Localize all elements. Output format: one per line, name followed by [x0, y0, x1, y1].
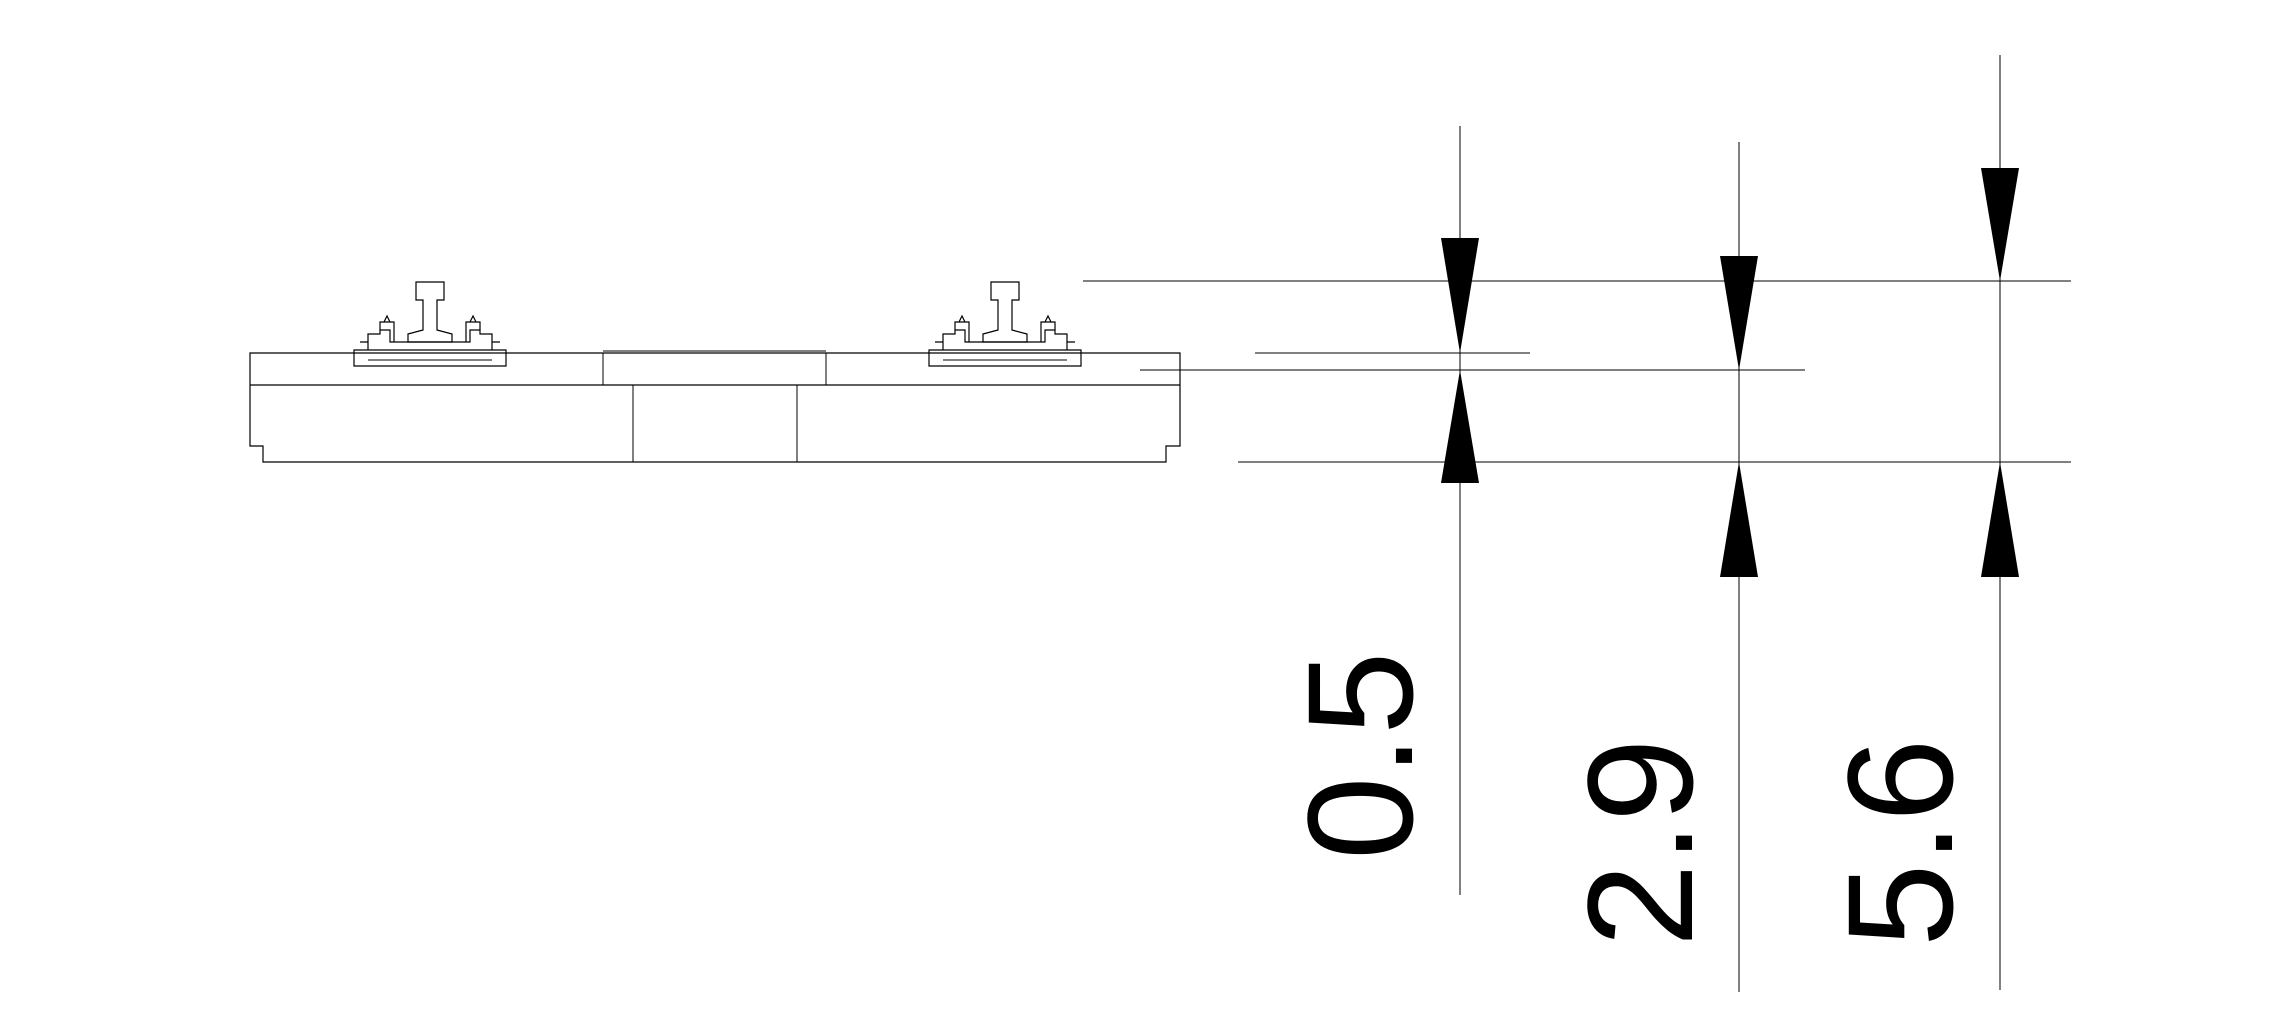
rail-clip-right — [465, 321, 481, 342]
dimension-label: 0.5 — [1276, 651, 1444, 860]
arrow-down — [1441, 238, 1479, 353]
bolt-left — [383, 314, 391, 323]
rail-left — [353, 281, 507, 367]
rail-clip-right — [1040, 321, 1056, 342]
dimension-label: 2.9 — [1556, 738, 1724, 947]
arrow-down — [1981, 168, 2019, 281]
dimension-label: 5.6 — [1816, 738, 1984, 947]
rail-profile — [982, 281, 1028, 343]
slab-outline — [249, 352, 1181, 463]
rail-clip-left — [954, 321, 970, 342]
dimension-b: 2.9 — [1556, 142, 1758, 992]
arrow-up — [1981, 462, 2019, 577]
rail-baseplate — [367, 329, 493, 350]
rail-pad — [928, 341, 1082, 367]
rail-profile — [407, 281, 453, 343]
bolt-right — [1044, 314, 1052, 323]
arrow-up — [1441, 370, 1479, 483]
rail-clip-left — [379, 321, 395, 342]
rail-right — [928, 281, 1082, 367]
track-slab — [249, 350, 1181, 463]
extension-lines — [1083, 280, 2071, 463]
rail-pad — [353, 341, 507, 367]
dimension-c: 5.6 — [1816, 55, 2019, 990]
dimension-a: 0.5 — [1276, 126, 1479, 895]
bolt-right — [469, 314, 477, 323]
arrow-down — [1720, 256, 1758, 370]
bolt-left — [958, 314, 966, 323]
arrow-up — [1720, 462, 1758, 577]
rail-baseplate — [942, 329, 1068, 350]
